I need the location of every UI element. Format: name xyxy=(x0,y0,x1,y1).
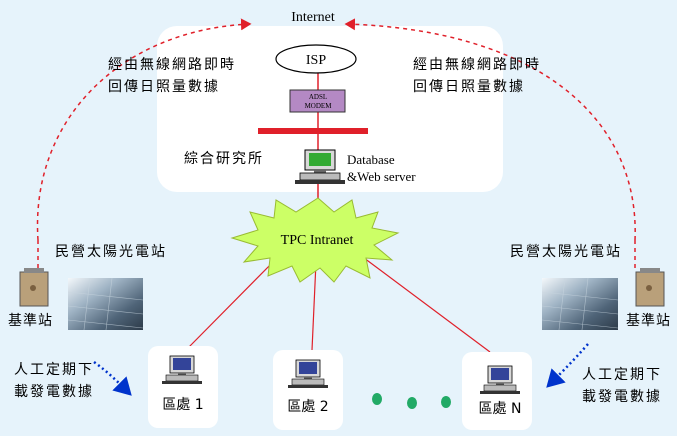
right-solar-panel-grid xyxy=(541,277,619,331)
left-manual-arrow xyxy=(93,360,132,396)
right-solar-panel-photo xyxy=(542,278,618,330)
ellipsis-dot-3 xyxy=(441,396,451,408)
institute-label: 綜合研究所 xyxy=(184,151,264,167)
adsl-modem xyxy=(289,89,346,113)
office-1-label: 區處 1 xyxy=(162,397,203,413)
right-manual-line-2: 載發電數據 xyxy=(582,389,662,405)
office-2-box xyxy=(273,350,343,430)
server-computer-icon xyxy=(295,149,345,184)
office-2-computer-icon xyxy=(288,359,328,388)
network-bus xyxy=(258,128,368,134)
right-manual-arrow xyxy=(546,343,589,388)
ellipsis-dot-1 xyxy=(372,393,382,405)
left-manual-line-1: 人工定期下 xyxy=(14,362,94,378)
left-note-line-1: 經由無線網路即時 xyxy=(108,57,236,73)
right-wireless-arrow xyxy=(344,18,636,241)
office-1-box xyxy=(148,346,218,428)
office-n-label: 區處 N xyxy=(479,401,522,417)
link-office-n xyxy=(359,254,491,353)
right-reference-label: 基準站 xyxy=(626,312,671,329)
left-solar-panel-grid xyxy=(67,277,144,331)
left-reference-label: 基準站 xyxy=(8,312,53,329)
right-note-line-2: 回傳日照量數據 xyxy=(413,79,525,95)
link-office-1 xyxy=(187,254,281,349)
office-1-computer-icon xyxy=(162,355,202,384)
intranet-cloud xyxy=(230,197,400,283)
modem-label-line-1: ADSL xyxy=(309,93,327,101)
isp-ellipse xyxy=(275,44,357,74)
server-label-line-2: &Web server xyxy=(347,169,416,184)
internet-label: Internet xyxy=(291,10,335,25)
office-2-label: 區處 2 xyxy=(287,399,328,415)
modem-label-line-2: MODEM xyxy=(305,102,333,110)
left-station-label: 民營太陽光電站 xyxy=(55,244,167,260)
intranet-label: TPC Intranet xyxy=(281,233,354,248)
isp-label: ISP xyxy=(306,53,326,68)
server-label-line-1: Database xyxy=(347,152,395,167)
left-manual-line-2: 載發電數據 xyxy=(14,384,94,400)
left-note-line-2: 回傳日照量數據 xyxy=(108,79,220,95)
left-wireless-arrow xyxy=(36,18,252,241)
right-note-line-1: 經由無線網路即時 xyxy=(413,57,541,73)
left-solar-panel-photo xyxy=(68,278,143,330)
right-reference-device-icon xyxy=(635,268,665,307)
ellipsis-dot-2 xyxy=(407,397,417,409)
link-office-2 xyxy=(311,261,317,351)
office-n-computer-icon xyxy=(480,365,520,394)
right-manual-line-1: 人工定期下 xyxy=(582,367,662,383)
right-station-label: 民營太陽光電站 xyxy=(510,244,622,260)
left-reference-device-icon xyxy=(19,268,49,307)
